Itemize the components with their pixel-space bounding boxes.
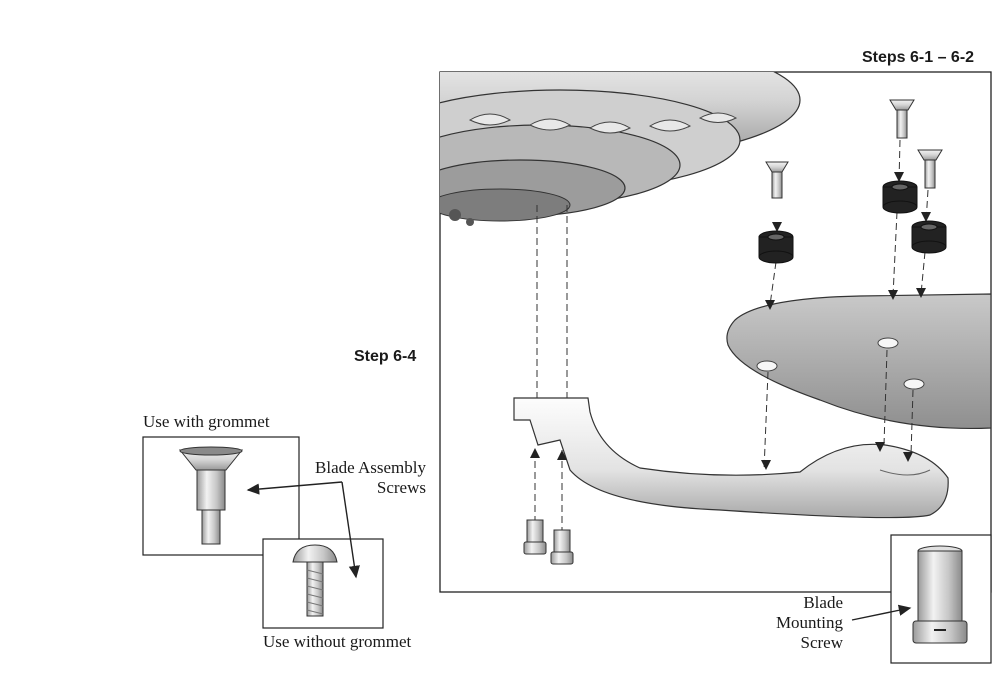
blade-assembly-screws-label: Blade Assembly Screws [315,458,426,497]
mounting-screw-icon [912,545,968,644]
callout-arrows [246,481,912,621]
blade-mounting-screws-pair [523,519,574,565]
step-mid-label: Step 6-4 [354,348,417,365]
blade-bracket [513,397,949,519]
grommet-screws [765,99,943,199]
steps-top-label: Steps 6-1 – 6-2 [862,49,975,66]
plain-screw-icon [292,544,338,617]
blade-holes [756,337,925,390]
guide-arrowheads [530,172,931,470]
use-without-grommet-label: Use without grommet [263,632,412,651]
blade-mounting-screw-label: Blade Mounting Screw [775,593,843,652]
fan-blade [726,293,991,430]
grommet-screw-icon [178,446,244,545]
rubber-grommets [758,180,947,264]
use-with-grommet-label: Use with grommet [143,412,270,431]
motor-housing [440,72,801,226]
